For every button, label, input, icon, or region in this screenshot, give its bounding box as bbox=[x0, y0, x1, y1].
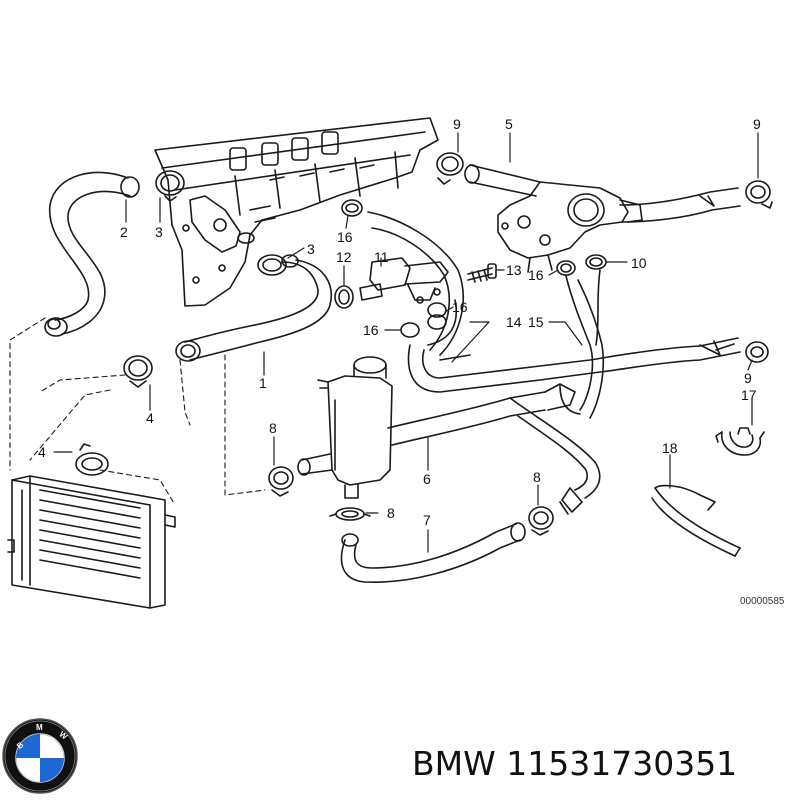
clamp-10 bbox=[585, 254, 607, 270]
svg-text:M: M bbox=[36, 723, 43, 732]
strap-18 bbox=[651, 484, 741, 557]
hose-6 bbox=[387, 383, 601, 515]
callout-4-radiator: 4 bbox=[38, 444, 46, 460]
clamp-9-top-right bbox=[745, 180, 773, 209]
callout-16-top: 16 bbox=[337, 229, 353, 245]
callout-16-center-a: 16 bbox=[452, 299, 468, 315]
hose-7 bbox=[340, 522, 526, 583]
callout-1: 1 bbox=[259, 375, 267, 391]
screw-13 bbox=[467, 263, 497, 283]
callout-6: 6 bbox=[423, 471, 431, 487]
callout-5: 5 bbox=[505, 116, 513, 132]
callout-14: 14 bbox=[506, 314, 522, 330]
throttle-body bbox=[497, 181, 643, 273]
clamp-16-center-b bbox=[400, 322, 420, 338]
svg-text:W: W bbox=[57, 730, 69, 742]
part-number-title: BMW 11531730351 bbox=[412, 744, 738, 783]
clamp-3-middle bbox=[257, 254, 287, 276]
callout-9-right: 9 bbox=[744, 370, 752, 386]
callout-15: 15 bbox=[528, 314, 544, 330]
ring-12 bbox=[334, 285, 354, 309]
tank-pipe bbox=[297, 453, 333, 476]
callout-8-left: 8 bbox=[269, 420, 277, 436]
engine-block bbox=[154, 117, 439, 307]
expansion-tank bbox=[317, 356, 393, 499]
callout-13: 13 bbox=[506, 262, 522, 278]
svg-text:B: B bbox=[15, 740, 25, 751]
hose-2 bbox=[44, 171, 140, 337]
hose-upper-right bbox=[619, 187, 741, 223]
hose-lower-network bbox=[407, 269, 741, 419]
valve-11 bbox=[359, 257, 449, 304]
clamp-8-left bbox=[268, 466, 294, 497]
callout-8-below-tank: 8 bbox=[387, 505, 395, 521]
clamp-8-below-tank bbox=[329, 507, 371, 521]
callout-16-center-b: 16 bbox=[363, 322, 379, 338]
callout-labels: 2 3 3 1 4 4 9 5 9 16 12 11 13 16 10 16 1… bbox=[38, 116, 785, 607]
hose-middle-s bbox=[367, 211, 464, 356]
clamp-16-right bbox=[556, 260, 576, 276]
radiator bbox=[7, 475, 176, 609]
clamp-16-center-a bbox=[427, 302, 447, 330]
clamp-8-right bbox=[528, 506, 554, 536]
clamp-3-upper bbox=[155, 170, 185, 202]
callout-16-right: 16 bbox=[528, 267, 544, 283]
callout-4-mid: 4 bbox=[146, 410, 154, 426]
clamp-9-right bbox=[745, 341, 769, 363]
routing-lines-left bbox=[9, 317, 266, 506]
callout-11: 11 bbox=[374, 249, 389, 265]
callout-18: 18 bbox=[662, 440, 678, 456]
callout-10: 10 bbox=[631, 255, 647, 271]
callout-7: 7 bbox=[423, 512, 431, 528]
drawing-code: 00000585 bbox=[740, 596, 785, 607]
callout-9-top-right: 9 bbox=[753, 116, 761, 132]
callout-9-top-left: 9 bbox=[453, 116, 461, 132]
callout-3-middle: 3 bbox=[307, 241, 315, 257]
callout-2: 2 bbox=[120, 224, 128, 240]
hose-1 bbox=[175, 254, 332, 362]
callout-3-upper: 3 bbox=[155, 224, 163, 240]
clamp-4-radiator bbox=[75, 443, 109, 476]
bmw-logo: B M W bbox=[2, 718, 78, 794]
callout-12: 12 bbox=[336, 249, 352, 265]
callout-17: 17 bbox=[741, 387, 757, 403]
clamp-4-mid bbox=[123, 355, 153, 388]
clip-17 bbox=[715, 427, 765, 456]
hose-5 bbox=[464, 164, 541, 197]
callout-8-right: 8 bbox=[533, 469, 541, 485]
clamp-16-top bbox=[341, 199, 363, 217]
clamp-9-top-left bbox=[436, 152, 464, 185]
leader-lines bbox=[53, 132, 759, 553]
